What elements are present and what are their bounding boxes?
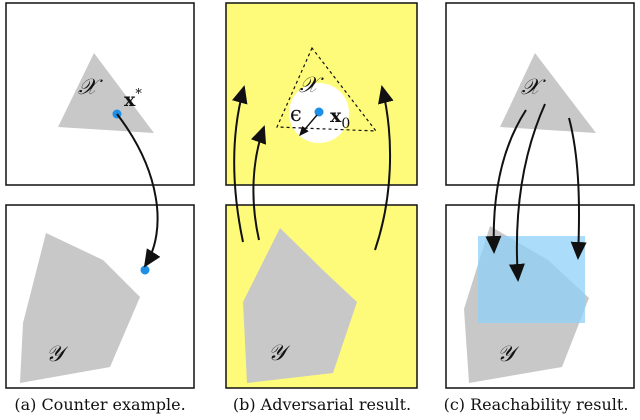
panel-a: 𝒳 x* 𝒴 xyxy=(5,2,195,389)
panel-b-arrow-3 xyxy=(374,85,394,251)
panel-a-output-point xyxy=(140,265,150,275)
caption-b: (b) Adversarial result. xyxy=(232,395,412,414)
panel-a-output-set xyxy=(20,233,140,383)
panel-a-mapping-arrow xyxy=(116,113,161,268)
caption-c: (c) Reachability result. xyxy=(443,395,629,414)
panel-b-arrow-2 xyxy=(251,125,267,241)
panel-a-input-set xyxy=(58,53,154,133)
panel-b-center-point xyxy=(314,107,324,117)
panel-b-input-set xyxy=(276,46,378,132)
panel-b-output-set xyxy=(243,228,357,383)
panel-b-arrow-1 xyxy=(231,85,248,243)
caption-a: (a) Counter example. xyxy=(14,395,186,414)
panel-c-arrow-2 xyxy=(508,103,546,282)
panel-b-radius-arrow xyxy=(299,114,318,137)
panel-c: 𝒳 𝒴 xyxy=(445,2,635,389)
panel-c-arrow-1 xyxy=(485,109,527,254)
panel-b: 𝒳 ϵ x0 𝒴 xyxy=(225,2,418,389)
panel-c-arrow-3 xyxy=(568,117,587,260)
panel-b-epsilon-label: ϵ xyxy=(290,102,302,126)
panel-b-point-label: x0 xyxy=(330,105,350,132)
panel-a-point-label: x* xyxy=(124,87,142,111)
